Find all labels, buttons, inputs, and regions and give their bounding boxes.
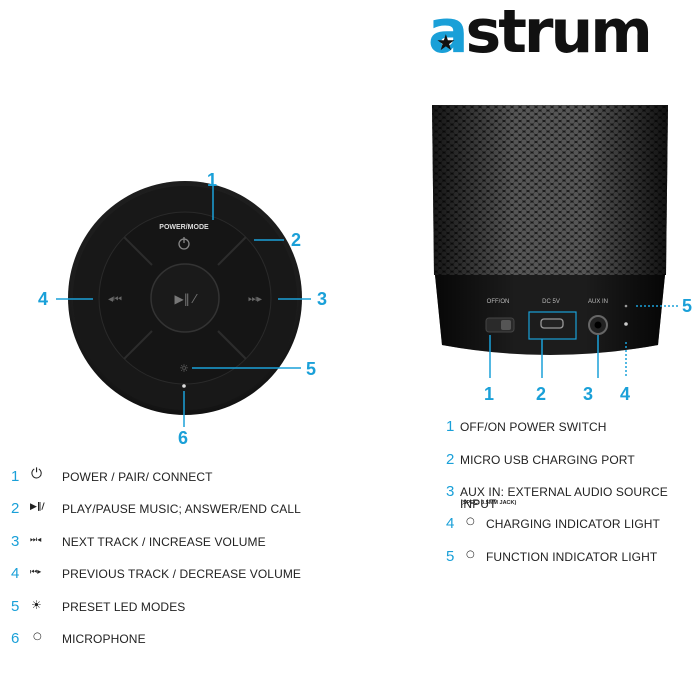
logo-a: a: [428, 0, 468, 67]
previous-volume-down-icon: ⏮▸: [30, 567, 42, 576]
callout-side-1: 1: [484, 384, 495, 404]
callout-side-5: 5: [682, 296, 693, 316]
next-volume-up-icon: ⏭▸: [248, 294, 262, 305]
play-pause-call-icon: ▶‖/: [30, 502, 45, 512]
callout-top-2: 2: [291, 230, 302, 250]
legend-left-num-5: 5: [11, 598, 20, 615]
circle-icon: ○: [466, 549, 475, 560]
speaker-top-view: ▶‖ ⁄ POWER/MODE ◂⏮ ⏭▸ ☼: [56, 181, 311, 427]
legend-left-text-6: MICROPHONE: [62, 632, 146, 646]
callout-top-3: 3: [317, 289, 328, 309]
next-volume-up-icon: ⏭◂: [30, 535, 42, 544]
callout-top-1: 1: [207, 170, 218, 190]
circle-icon: ○: [466, 516, 475, 527]
led-sun-icon: ☼: [179, 362, 189, 375]
legend-right-num-2: 2: [446, 451, 455, 468]
legend-right-text-4: CHARGING INDICATOR LIGHT: [486, 517, 660, 531]
logo-star-icon: ★: [436, 31, 456, 56]
legend-left-text-5: PRESET LED MODES: [62, 600, 186, 614]
legend-right-text-5: FUNCTION INDICATOR LIGHT: [486, 550, 658, 564]
dc-label: DC 5V: [542, 299, 560, 305]
legend-left-num-3: 3: [11, 533, 20, 550]
astrum-logo: astrum: [428, 0, 653, 67]
legend-right-text-3: AUX IN: EXTERNAL AUDIO SOURCE INPUT: [460, 485, 668, 511]
power-mode-label: POWER/MODE: [159, 224, 209, 231]
legend-right-num-5: 5: [446, 548, 455, 565]
callout-top-5: 5: [306, 359, 317, 379]
legend-right-sub-3: (SPEC: 3.5MM JACK): [461, 500, 517, 506]
legend-left-text-1: POWER / PAIR/ CONNECT: [62, 470, 213, 484]
off-on-label: OFF/ON: [487, 299, 510, 305]
microphone-hole: [182, 384, 186, 388]
speaker-side-view: OFF/ON DC 5V AUX IN: [432, 105, 678, 378]
play-pause-call-icon: ▶‖ ⁄: [174, 292, 198, 306]
callout-top-4: 4: [38, 289, 49, 309]
callout-top-6: 6: [178, 428, 189, 448]
legend-right-text-2: MICRO USB CHARGING PORT: [460, 453, 635, 467]
legend-right-num-1: 1: [446, 418, 455, 435]
aux-label: AUX IN: [588, 299, 608, 305]
legend-left-text-4: PREVIOUS TRACK / DECREASE VOLUME: [62, 567, 302, 581]
circle-icon: ○: [33, 631, 42, 642]
legend-left-num-2: 2: [11, 500, 20, 517]
callout-side-3: 3: [583, 384, 594, 404]
micro-usb-port[interactable]: [540, 318, 564, 329]
legend-left-text-3: NEXT TRACK / INCREASE VOLUME: [62, 535, 266, 549]
charging-indicator-light: [624, 322, 628, 326]
power-icon: ⏻: [31, 466, 43, 482]
legend-left-num-6: 6: [11, 630, 20, 647]
legend-right-num-3: 3: [446, 483, 455, 500]
function-indicator-light: [624, 304, 628, 308]
legend-left-num-1: 1: [11, 468, 20, 485]
led-sun-icon: ☀: [31, 598, 42, 612]
legend-right-text-1: OFF/ON POWER SWITCH: [460, 420, 607, 434]
legend-right-num-4: 4: [446, 515, 455, 532]
callout-side-4: 4: [620, 384, 631, 404]
legend-left-text-2: PLAY/PAUSE MUSIC; ANSWER/END CALL: [62, 502, 301, 516]
previous-volume-down-icon: ◂⏮: [108, 294, 122, 305]
logo-rest: strum: [465, 0, 653, 67]
play-pause-button[interactable]: [150, 263, 220, 333]
legend-left-num-4: 4: [11, 565, 20, 582]
callout-side-2: 2: [536, 384, 547, 404]
